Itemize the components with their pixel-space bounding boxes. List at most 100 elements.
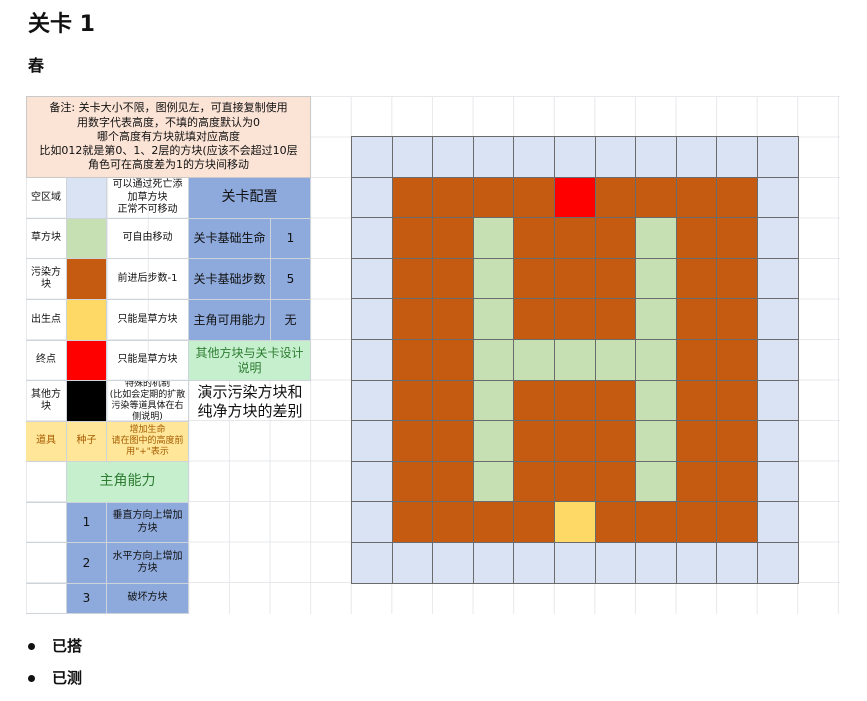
map-tile[interactable]	[473, 137, 515, 178]
map-tile[interactable]	[433, 177, 474, 219]
legend-desc-spawn[interactable]: 只能是草方块	[107, 300, 189, 341]
prop-desc[interactable]: 增加生命 请在图中的高度前用"+"表示	[107, 422, 189, 462]
map-tile[interactable]	[555, 177, 596, 219]
map-tile[interactable]	[676, 177, 718, 219]
map-tile[interactable]	[352, 421, 393, 462]
map-tile[interactable]	[717, 543, 758, 584]
ability-blank[interactable]	[26, 584, 67, 614]
map-tile[interactable]	[595, 380, 637, 422]
legend-swatch-spawn[interactable]	[67, 300, 107, 341]
map-tile[interactable]	[717, 177, 758, 219]
map-tile[interactable]	[555, 340, 596, 381]
map-tile[interactable]	[676, 380, 718, 422]
map-tile[interactable]	[392, 380, 434, 422]
map-tile[interactable]	[514, 543, 555, 584]
map-tile[interactable]	[676, 461, 718, 503]
map-tile[interactable]	[758, 137, 799, 178]
map-tile[interactable]	[352, 137, 393, 178]
legend-swatch-grass[interactable]	[67, 219, 107, 259]
map-tile[interactable]	[473, 299, 515, 340]
map-tile[interactable]	[473, 340, 515, 381]
config-value[interactable]: 5	[271, 259, 311, 300]
map-tile[interactable]	[352, 340, 393, 381]
map-tile[interactable]	[717, 218, 758, 259]
config-label[interactable]: 主角可用能力	[189, 300, 271, 341]
ability-blank[interactable]	[26, 503, 67, 543]
map-tile[interactable]	[433, 137, 474, 178]
map-tile[interactable]	[595, 502, 637, 543]
map-tile[interactable]	[473, 543, 515, 584]
map-tile[interactable]	[555, 218, 596, 259]
map-tile[interactable]	[352, 299, 393, 340]
map-tile[interactable]	[676, 258, 718, 300]
legend-name-empty[interactable]: 空区域	[26, 178, 67, 219]
map-tile[interactable]	[636, 177, 677, 219]
map-tile[interactable]	[758, 258, 799, 300]
map-tile[interactable]	[717, 461, 758, 503]
config-value[interactable]: 无	[271, 300, 311, 341]
legend-desc-goal[interactable]: 只能是草方块	[107, 341, 189, 381]
map-tile[interactable]	[555, 421, 596, 462]
other-text[interactable]: 演示污染方块和纯净方块的差别	[197, 383, 303, 420]
map-tile[interactable]	[636, 502, 677, 543]
map-tile[interactable]	[473, 177, 515, 219]
map-tile[interactable]	[514, 461, 555, 503]
map-tile[interactable]	[595, 421, 637, 462]
map-tile[interactable]	[392, 137, 434, 178]
map-tile[interactable]	[352, 380, 393, 422]
map-tile[interactable]	[433, 543, 474, 584]
map-tile[interactable]	[514, 340, 555, 381]
map-tile[interactable]	[392, 218, 434, 259]
map-tile[interactable]	[676, 299, 718, 340]
map-tile[interactable]	[595, 461, 637, 503]
map-tile[interactable]	[758, 299, 799, 340]
map-tile[interactable]	[717, 380, 758, 422]
map-tile[interactable]	[595, 258, 637, 300]
map-tile[interactable]	[758, 421, 799, 462]
legend-name-spawn[interactable]: 出生点	[26, 300, 67, 341]
map-tile[interactable]	[392, 340, 434, 381]
map-tile[interactable]	[433, 218, 474, 259]
map-tile[interactable]	[758, 461, 799, 503]
legend-swatch-polluted[interactable]	[67, 259, 107, 300]
map-tile[interactable]	[392, 258, 434, 300]
legend-name-other[interactable]: 其他方块	[26, 381, 67, 422]
legend-name-goal[interactable]: 终点	[26, 341, 67, 381]
map-tile[interactable]	[758, 380, 799, 422]
ability-header[interactable]: 主角能力	[67, 462, 189, 503]
map-tile[interactable]	[473, 421, 515, 462]
prop-item[interactable]: 种子	[67, 422, 107, 462]
map-tile[interactable]	[717, 258, 758, 300]
map-tile[interactable]	[758, 543, 799, 584]
ability-num[interactable]: 2	[67, 543, 107, 584]
map-tile[interactable]	[555, 137, 596, 178]
map-tile[interactable]	[595, 340, 637, 381]
map-tile[interactable]	[717, 421, 758, 462]
map-tile[interactable]	[595, 137, 637, 178]
map-tile[interactable]	[717, 340, 758, 381]
ability-desc[interactable]: 水平方向上增加方块	[107, 543, 189, 584]
map-tile[interactable]	[636, 258, 677, 300]
map-tile[interactable]	[758, 177, 799, 219]
map-tile[interactable]	[514, 177, 555, 219]
map-tile[interactable]	[392, 177, 434, 219]
map-tile[interactable]	[433, 461, 474, 503]
map-tile[interactable]	[758, 340, 799, 381]
map-tile[interactable]	[636, 543, 677, 584]
map-tile[interactable]	[392, 502, 434, 543]
map-tile[interactable]	[676, 137, 718, 178]
map-tile[interactable]	[392, 543, 434, 584]
legend-swatch-goal[interactable]	[67, 341, 107, 381]
ability-desc[interactable]: 破坏方块	[107, 584, 189, 614]
ability-empty-cell[interactable]	[26, 462, 67, 503]
map-tile[interactable]	[514, 258, 555, 300]
prop-name[interactable]: 道具	[26, 422, 67, 462]
legend-swatch-empty[interactable]	[67, 178, 107, 219]
ability-num[interactable]: 3	[67, 584, 107, 614]
map-tile[interactable]	[555, 543, 596, 584]
map-tile[interactable]	[555, 380, 596, 422]
map-tile[interactable]	[433, 502, 474, 543]
config-label[interactable]: 关卡基础步数	[189, 259, 271, 300]
map-tile[interactable]	[636, 137, 677, 178]
other-header[interactable]: 其他方块与关卡设计说明	[189, 341, 311, 381]
